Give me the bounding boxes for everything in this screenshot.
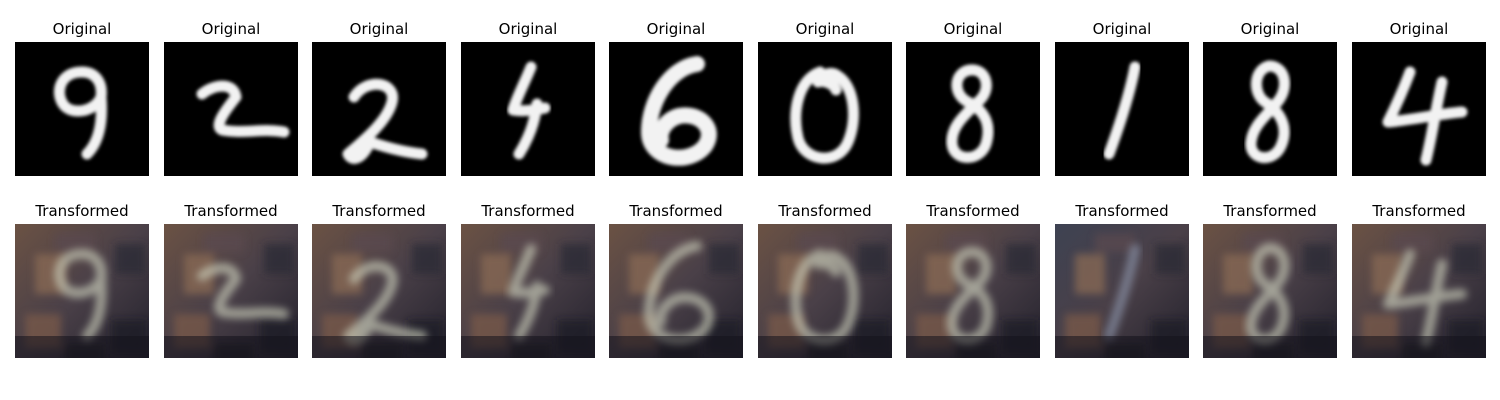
digit-ghost [508,244,550,341]
original-title: Original [1240,20,1300,38]
original-image [609,42,743,176]
original-title: Original [646,20,706,38]
bottom-shade [1055,336,1189,358]
transformed-title: Transformed [1223,202,1317,220]
digit-ghost [54,249,107,341]
transformed-digit-image [609,224,743,358]
digit-ghost [197,263,289,319]
transformed-digit-image [1203,224,1337,358]
digit-stroke [1382,66,1468,166]
original-title: Original [52,20,112,38]
original-image [906,42,1040,176]
transformed-digit-image [906,224,1040,358]
bottom-shade [461,336,595,358]
original-title: Original [201,20,261,38]
digit-stroke [790,66,859,164]
original-digit-image [758,42,892,176]
digit-ghost [343,261,427,346]
original-image [1352,42,1486,176]
digit-ghost [1383,249,1467,347]
original-digit-image [164,42,298,176]
transformed-title: Transformed [1075,202,1169,220]
digit-stroke [946,64,994,163]
original-digit-image [1352,42,1486,176]
transformed-digit-image [1352,224,1486,358]
transformed-title: Transformed [629,202,723,220]
original-title: Original [1092,20,1152,38]
bottom-shade [312,336,446,358]
bottom-shade [164,336,298,358]
original-title: Original [498,20,558,38]
transformed-image [15,224,149,358]
transformed-title: Transformed [926,202,1020,220]
original-title: Original [795,20,855,38]
original-title: Original [1389,20,1449,38]
original-title: Original [943,20,1003,38]
original-image [15,42,149,176]
original-image [312,42,446,176]
bottom-shade [758,336,892,358]
transformed-digit-image [164,224,298,358]
digit-stroke [641,56,717,166]
original-digit-image [312,42,446,176]
bottom-shade [1352,336,1486,358]
transformed-image [758,224,892,358]
original-image [1055,42,1189,176]
transformed-image [461,224,595,358]
transformed-image [164,224,298,358]
transformed-image [609,224,743,358]
digit-ghost [644,241,714,345]
transformed-image [1055,224,1189,358]
original-title: Original [349,20,409,38]
original-image [461,42,595,176]
transformed-digit-image [312,224,446,358]
original-digit-image [15,42,149,176]
transformed-title: Transformed [35,202,129,220]
transformed-digit-image [461,224,595,358]
digit-ghost [1104,244,1140,341]
original-image [164,42,298,176]
digit-stroke [342,78,428,164]
digit-stroke [54,66,107,160]
original-image [758,42,892,176]
digit-stroke [507,61,551,160]
transformed-image [1352,224,1486,358]
original-digit-image [906,42,1040,176]
transformed-digit-image [15,224,149,358]
original-image [1203,42,1337,176]
original-digit-image [461,42,595,176]
transformed-title: Transformed [1372,202,1466,220]
digit-stroke [1103,61,1141,160]
transformed-digit-image [1055,224,1189,358]
transformed-title: Transformed [481,202,575,220]
bottom-shade [906,336,1040,358]
transformed-title: Transformed [332,202,426,220]
digit-stroke [196,80,290,138]
original-digit-image [1055,42,1189,176]
bottom-shade [609,336,743,358]
original-digit-image [609,42,743,176]
transformed-image [1203,224,1337,358]
bottom-shade [15,336,149,358]
transformed-digit-image [758,224,892,358]
digit-ghost [790,249,859,345]
transformed-image [312,224,446,358]
original-digit-image [1203,42,1337,176]
transformed-title: Transformed [778,202,872,220]
transformed-image [906,224,1040,358]
transformed-title: Transformed [184,202,278,220]
bottom-shade [1203,336,1337,358]
digit-stroke [1245,60,1290,163]
